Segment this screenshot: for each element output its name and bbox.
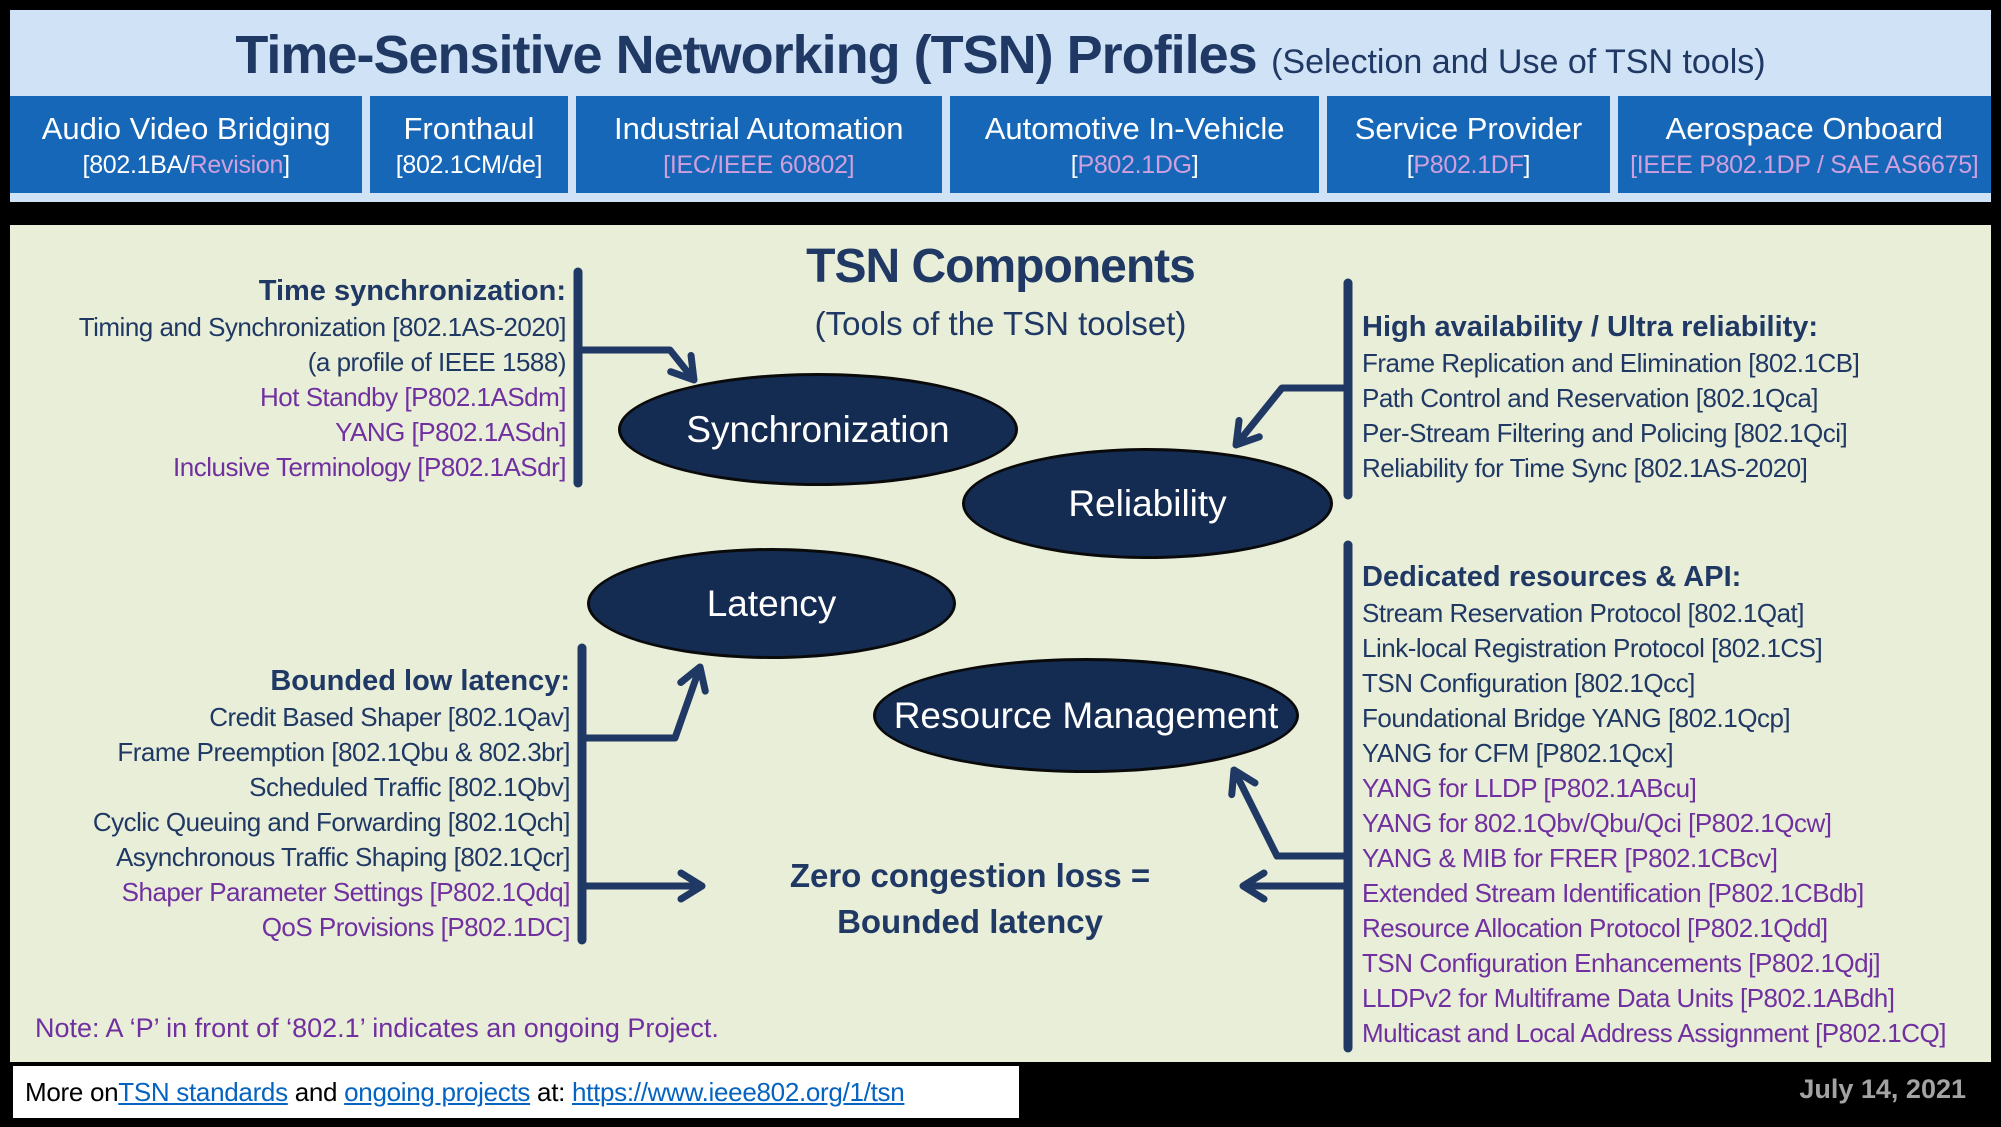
profile-box-service-provider: Service Provider [P802.1DF] xyxy=(1327,96,1610,193)
list-item: Frame Replication and Elimination [802.1… xyxy=(1362,348,1860,378)
profile-title: Service Provider xyxy=(1354,110,1583,146)
list-item: Path Control and Reservation [802.1Qca] xyxy=(1362,383,1819,413)
list-item: YANG for LLDP [P802.1ABcu] xyxy=(1362,773,1697,803)
list-item: TSN Configuration Enhancements [P802.1Qd… xyxy=(1362,948,1881,978)
ellipse-reliability: Reliability xyxy=(962,448,1333,559)
page-title: Time-Sensitive Networking (TSN) Profiles xyxy=(235,25,1257,85)
list-item: YANG for CFM [P802.1Qcx] xyxy=(1362,738,1674,768)
components-heading: TSN Components xyxy=(806,240,1196,293)
ellipse-resource-management: Resource Management xyxy=(873,658,1299,773)
zero-congestion-line2: Bounded latency xyxy=(837,903,1103,940)
profile-standard: [P802.1DG] xyxy=(1070,150,1199,179)
list-heading: Time synchronization: xyxy=(258,275,566,307)
list-item: (a profile of IEEE 1588) xyxy=(307,347,567,377)
ellipse-label: Latency xyxy=(706,582,837,624)
list-item: Shaper Parameter Settings [P802.1Qdq] xyxy=(121,877,571,907)
profile-row: Audio Video Bridging [802.1BA/Revision] … xyxy=(10,96,1991,193)
connector-arrows xyxy=(573,267,1353,1053)
arrow-to-latency xyxy=(582,663,709,742)
list-item: Asynchronous Traffic Shaping [802.1Qcr] xyxy=(115,842,571,872)
profile-box-audio-video-bridging: Audio Video Bridging [802.1BA/Revision] xyxy=(10,96,363,193)
list-time-sync: Time synchronization: Timing and Synchro… xyxy=(10,272,567,485)
zero-congestion-statement: Zero congestion loss = Bounded latency xyxy=(710,853,1230,945)
arrow-to-resource-management xyxy=(1228,766,1348,860)
list-item: Extended Stream Identification [P802.1CB… xyxy=(1362,878,1864,908)
ellipse-label: Resource Management xyxy=(893,694,1279,736)
list-item: Hot Standby [P802.1ASdm] xyxy=(260,382,566,412)
profile-box-aerospace-onboard: Aerospace Onboard [IEEE P802.1DP / SAE A… xyxy=(1617,96,1991,193)
arrow-to-synchronization xyxy=(578,346,698,384)
profile-title: Fronthaul xyxy=(403,110,535,146)
list-item: Resource Allocation Protocol [P802.1Qdd] xyxy=(1362,913,1828,943)
list-item: YANG for 802.1Qbv/Qbu/Qci [P802.1Qcw] xyxy=(1362,808,1832,838)
list-item: Frame Preemption [802.1Qbu & 802.3br] xyxy=(117,737,570,767)
footer-text: and xyxy=(287,1076,345,1107)
list-item: Inclusive Terminology [P802.1ASdr] xyxy=(173,452,566,482)
footer-bar: More on TSN standards and ongoing projec… xyxy=(10,1063,1022,1121)
list-high-availability: High availability / Ultra reliability: F… xyxy=(1362,308,1987,486)
profile-box-automotive-in-vehicle: Automotive In-Vehicle [P802.1DG] xyxy=(949,96,1320,193)
components-subheading: (Tools of the TSN toolset) xyxy=(814,305,1187,342)
list-heading: High availability / Ultra reliability: xyxy=(1362,311,1819,343)
title-line: Time-Sensitive Networking (TSN) Profiles… xyxy=(10,24,1991,86)
list-item: Per-Stream Filtering and Policing [802.1… xyxy=(1362,418,1848,448)
ellipse-latency: Latency xyxy=(587,548,956,659)
ellipse-synchronization: Synchronization xyxy=(618,373,1018,486)
list-item: Foundational Bridge YANG [802.1Qcp] xyxy=(1362,703,1791,733)
profile-standard: [802.1BA/Revision] xyxy=(82,150,291,179)
profile-box-fronthaul: Fronthaul [802.1CM/de] xyxy=(370,96,568,193)
title-band: Time-Sensitive Networking (TSN) Profiles… xyxy=(10,10,1991,202)
arrow-to-reliability xyxy=(1232,384,1348,449)
tsn-standards-link[interactable]: TSN standards xyxy=(118,1076,288,1107)
list-item: QoS Provisions [P802.1DC] xyxy=(261,912,571,942)
footer-text: More on xyxy=(25,1076,119,1107)
profile-standard: [802.1CM/de] xyxy=(395,150,543,179)
zero-congestion-line1: Zero congestion loss = xyxy=(789,857,1151,894)
page-subtitle: (Selection and Use of TSN tools) xyxy=(1271,43,1766,81)
profile-box-industrial-automation: Industrial Automation [IEC/IEEE 60802] xyxy=(575,96,942,193)
list-item: Timing and Synchronization [802.1AS-2020… xyxy=(78,312,567,342)
main-panel: TSN Components (Tools of the TSN toolset… xyxy=(10,225,1991,1062)
date-label: July 14, 2021 xyxy=(1799,1074,1966,1104)
list-item: YANG [P802.1ASdn] xyxy=(335,417,566,447)
list-bounded-low-latency: Bounded low latency: Credit Based Shaper… xyxy=(10,662,571,945)
ellipse-label: Reliability xyxy=(1068,482,1227,524)
project-note: Note: A ‘P’ in front of ‘802.1’ indicate… xyxy=(35,1013,719,1043)
tsn-url-link[interactable]: https://www.ieee802.org/1/tsn xyxy=(571,1076,905,1107)
list-item: TSN Configuration [802.1Qcc] xyxy=(1362,668,1695,698)
list-item: Scheduled Traffic [802.1Qbv] xyxy=(249,772,570,802)
list-item: Multicast and Local Address Assignment [… xyxy=(1362,1018,1946,1048)
list-item: Reliability for Time Sync [802.1AS-2020] xyxy=(1362,453,1808,483)
list-heading: Bounded low latency: xyxy=(270,665,570,697)
list-item: Cyclic Queuing and Forwarding [802.1Qch] xyxy=(92,807,571,837)
profile-standard: [P802.1DF] xyxy=(1406,150,1531,179)
list-item: YANG & MIB for FRER [P802.1CBcv] xyxy=(1362,843,1778,873)
list-item: Credit Based Shaper [802.1Qav] xyxy=(209,702,570,732)
ongoing-projects-link[interactable]: ongoing projects xyxy=(344,1076,531,1107)
profile-title: Aerospace Onboard xyxy=(1665,110,1944,146)
list-heading: Dedicated resources & API: xyxy=(1362,561,1742,593)
profile-standard: [IEEE P802.1DP / SAE AS6675] xyxy=(1630,150,1979,179)
footer-text: at: xyxy=(530,1076,572,1107)
list-item: Stream Reservation Protocol [802.1Qat] xyxy=(1362,598,1805,628)
profile-title: Audio Video Bridging xyxy=(41,110,331,146)
profile-standard: [IEC/IEEE 60802] xyxy=(663,150,855,179)
ellipse-label: Synchronization xyxy=(686,408,950,450)
list-item: LLDPv2 for Multiframe Data Units [P802.1… xyxy=(1362,983,1895,1013)
list-item: Link-local Registration Protocol [802.1C… xyxy=(1362,633,1823,663)
list-dedicated-resources: Dedicated resources & API: Stream Reserv… xyxy=(1362,558,1987,1051)
profile-title: Industrial Automation xyxy=(613,110,904,146)
profile-title: Automotive In-Vehicle xyxy=(984,110,1285,146)
